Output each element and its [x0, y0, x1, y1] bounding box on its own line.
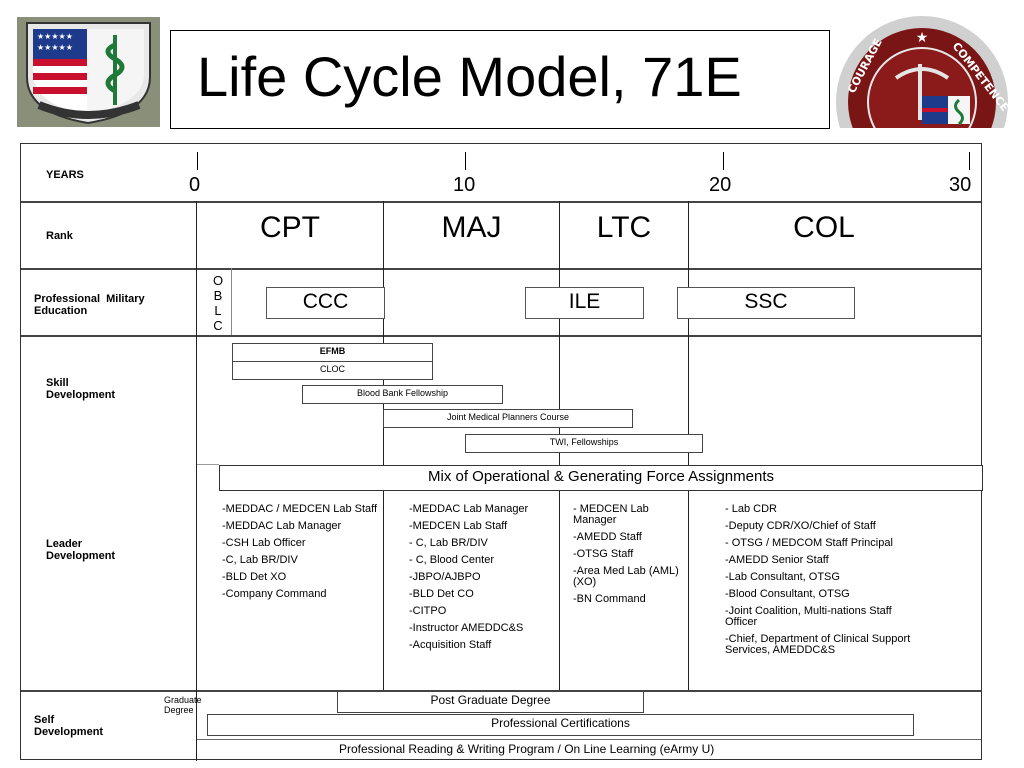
list-item: - OTSG / MEDCOM Staff Principal — [725, 537, 893, 549]
year-label: 0 — [189, 174, 201, 196]
oblc-letter: O — [212, 273, 224, 288]
rank-col: COL — [793, 211, 855, 244]
list-item: -Blood Consultant, OTSG — [725, 588, 850, 600]
list-item: -Company Command — [222, 588, 327, 600]
graduate-degree-label: Graduate Degree — [164, 695, 202, 715]
list-item: -Lab Consultant, OTSG — [725, 571, 840, 583]
year-label: 30 — [949, 174, 972, 196]
pme-ssc: SSC — [677, 287, 855, 319]
rank-cpt: CPT — [260, 211, 320, 244]
year-tick — [465, 152, 466, 170]
amedd-seal-logo: ★ COURAGE COMPETENCE — [834, 16, 1010, 128]
row-label-leader: Leader Development — [46, 538, 116, 562]
rank-ltc: LTC — [596, 211, 652, 244]
self-post-grad: Post Graduate Degree — [337, 691, 644, 713]
list-item: - Lab CDR — [725, 503, 777, 515]
list-item: -BLD Det XO — [222, 571, 287, 583]
list-item: -BLD Det CO — [409, 588, 474, 600]
list-item: -Acquisition Staff — [409, 639, 492, 651]
year-tick — [197, 152, 198, 170]
branch-shield-logo: ★★★★★ ★★★★★ — [17, 17, 160, 127]
svg-text:★: ★ — [916, 30, 929, 46]
oblc-letter: L — [214, 303, 222, 318]
list-item: -Chief, Department of Clinical Support S… — [725, 633, 911, 656]
row-label-rank: Rank — [46, 230, 73, 242]
skill-cloc: CLOC — [232, 361, 433, 380]
list-item: -MEDDAC Lab Manager — [409, 503, 529, 515]
amedd-seal-icon: ★ COURAGE COMPETENCE — [836, 16, 1010, 128]
row-divider — [21, 335, 981, 337]
list-item: -Joint Coalition, Multi-nations Staff Of… — [725, 605, 892, 628]
pme-ccc: CCC — [266, 287, 385, 319]
leader-list-ltc: - MEDCEN Lab Manager -AMEDD Staff -OTSG … — [573, 504, 685, 611]
list-item: -Area Med Lab (AML) (XO) — [573, 565, 679, 588]
leader-list-cpt: -MEDDAC / MEDCEN Lab Staff -MEDDAC Lab M… — [222, 504, 382, 606]
year-tick — [723, 152, 724, 170]
row-label-self: Self Development — [34, 714, 104, 738]
rank-maj: MAJ — [441, 211, 502, 244]
list-item: - C, Lab BR/DIV — [409, 537, 488, 549]
leader-mix-banner: Mix of Operational & Generating Force As… — [219, 465, 983, 491]
self-bottom-divider — [197, 739, 981, 740]
skill-blood-bank: Blood Bank Fellowship — [302, 385, 503, 404]
year-label: 10 — [453, 174, 476, 196]
list-item: -MEDDAC Lab Manager — [222, 520, 342, 532]
self-reading-program: Professional Reading & Writing Program /… — [339, 742, 715, 756]
list-item: -OTSG Staff — [573, 548, 634, 560]
leader-list-maj: -MEDDAC Lab Manager -MEDCEN Lab Staff - … — [409, 504, 554, 657]
leader-top-divider — [197, 464, 219, 465]
list-item: - C, Blood Center — [409, 554, 494, 566]
list-item: -CSH Lab Officer — [222, 537, 306, 549]
list-item: -C, Lab BR/DIV — [222, 554, 298, 566]
list-item: -AMEDD Senior Staff — [725, 554, 829, 566]
list-item: - MEDCEN Lab Manager — [573, 503, 649, 526]
skill-twi: TWI, Fellowships — [465, 434, 703, 453]
column-divider — [383, 201, 384, 690]
header-divider — [170, 128, 830, 129]
life-cycle-chart: YEARS Rank Professional Military Educati… — [20, 143, 983, 761]
caduceus-shield-icon: ★★★★★ ★★★★★ — [17, 17, 160, 127]
row-label-pme: Professional Military Education — [34, 293, 145, 317]
self-certifications: Professional Certifications — [207, 714, 914, 736]
oblc-divider — [231, 268, 232, 335]
title-box: Life Cycle Model, 71E — [170, 30, 830, 129]
list-item: -MEDCEN Lab Staff — [409, 520, 508, 532]
list-item: -Instructor AMEDDC&S — [409, 622, 524, 634]
list-item: -JBPO/AJBPO — [409, 571, 481, 583]
year-tick — [969, 152, 970, 170]
skill-jmpc: Joint Medical Planners Course — [383, 409, 633, 428]
list-item: -BN Command — [573, 593, 646, 605]
leader-list-col: - Lab CDR -Deputy CDR/XO/Chief of Staff … — [725, 504, 925, 662]
oblc-letter: C — [213, 318, 223, 333]
year-label: 20 — [709, 174, 732, 196]
pme-ile: ILE — [525, 287, 644, 319]
svg-text:★★★★★: ★★★★★ — [37, 43, 73, 52]
row-divider — [21, 201, 981, 203]
skill-efmb: EFMB — [232, 343, 433, 362]
list-item: -CITPO — [409, 605, 447, 617]
list-item: -Deputy CDR/XO/Chief of Staff — [725, 520, 876, 532]
column-divider — [196, 201, 197, 761]
list-item: -MEDDAC / MEDCEN Lab Staff — [222, 503, 378, 515]
row-divider — [21, 268, 981, 270]
oblc-letter: B — [213, 288, 223, 303]
row-label-skill: Skill Development — [46, 377, 116, 401]
page-title: Life Cycle Model, 71E — [197, 45, 742, 108]
list-item: -AMEDD Staff — [573, 531, 642, 543]
row-label-years: YEARS — [46, 169, 84, 181]
svg-text:★★★★★: ★★★★★ — [37, 32, 73, 41]
